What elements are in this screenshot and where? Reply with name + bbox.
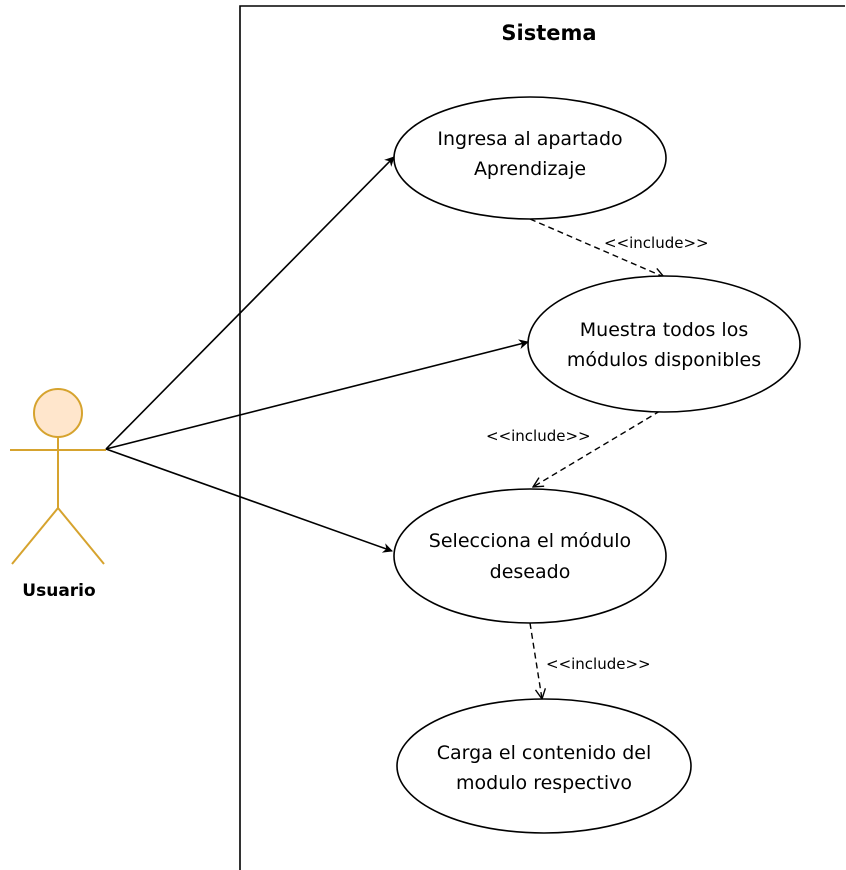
use-case-muestra-modulos[interactable]: Muestra todos los módulos disponibles — [527, 275, 801, 413]
associations — [105, 156, 529, 553]
include-relations: <<include>> <<include>> <<include>> — [486, 218, 709, 699]
use-case-ellipse — [393, 488, 667, 624]
include-arrow-3 — [529, 622, 542, 699]
actor-label: Usuario — [22, 581, 95, 601]
use-case-label-line1: Carga el contenido del — [437, 742, 651, 764]
include-arrow-2 — [533, 410, 661, 487]
association-muestra — [105, 339, 529, 450]
association-ingresa — [105, 156, 395, 450]
include-label-1: <<include>> — [604, 234, 709, 252]
system-title: Sistema — [501, 21, 596, 45]
actor-head — [33, 388, 83, 438]
use-case-label-line2: módulos disponibles — [567, 349, 761, 371]
use-case-label-line1: Muestra todos los — [580, 319, 748, 341]
use-case-label-line1: Selecciona el módulo — [429, 530, 631, 552]
use-case-selecciona-modulo[interactable]: Selecciona el módulo deseado — [393, 488, 667, 624]
system-boundary-frame — [239, 5, 845, 870]
association-selecciona — [105, 448, 393, 553]
use-case-ellipse — [527, 275, 801, 413]
use-case-carga-contenido[interactable]: Carga el contenido del modulo respectivo — [396, 698, 692, 834]
actor-left-leg — [11, 507, 59, 565]
use-case-ellipse — [393, 96, 667, 220]
use-case-label-line2: modulo respectivo — [456, 772, 632, 794]
include-label-3: <<include>> — [546, 655, 651, 673]
actor-usuario[interactable]: Usuario — [10, 388, 106, 601]
actor-right-leg — [57, 507, 105, 565]
include-label-2: <<include>> — [486, 427, 591, 445]
use-case-ellipse — [396, 698, 692, 834]
use-case-label-line1: Ingresa al apartado — [437, 128, 622, 150]
use-case-label-line2: deseado — [490, 561, 571, 583]
use-case-label-line2: Aprendizaje — [474, 158, 586, 180]
system-boundary: Sistema — [239, 5, 845, 870]
include-arrow-1 — [529, 218, 664, 277]
use-case-ingresa-aprendizaje[interactable]: Ingresa al apartado Aprendizaje — [393, 96, 667, 220]
